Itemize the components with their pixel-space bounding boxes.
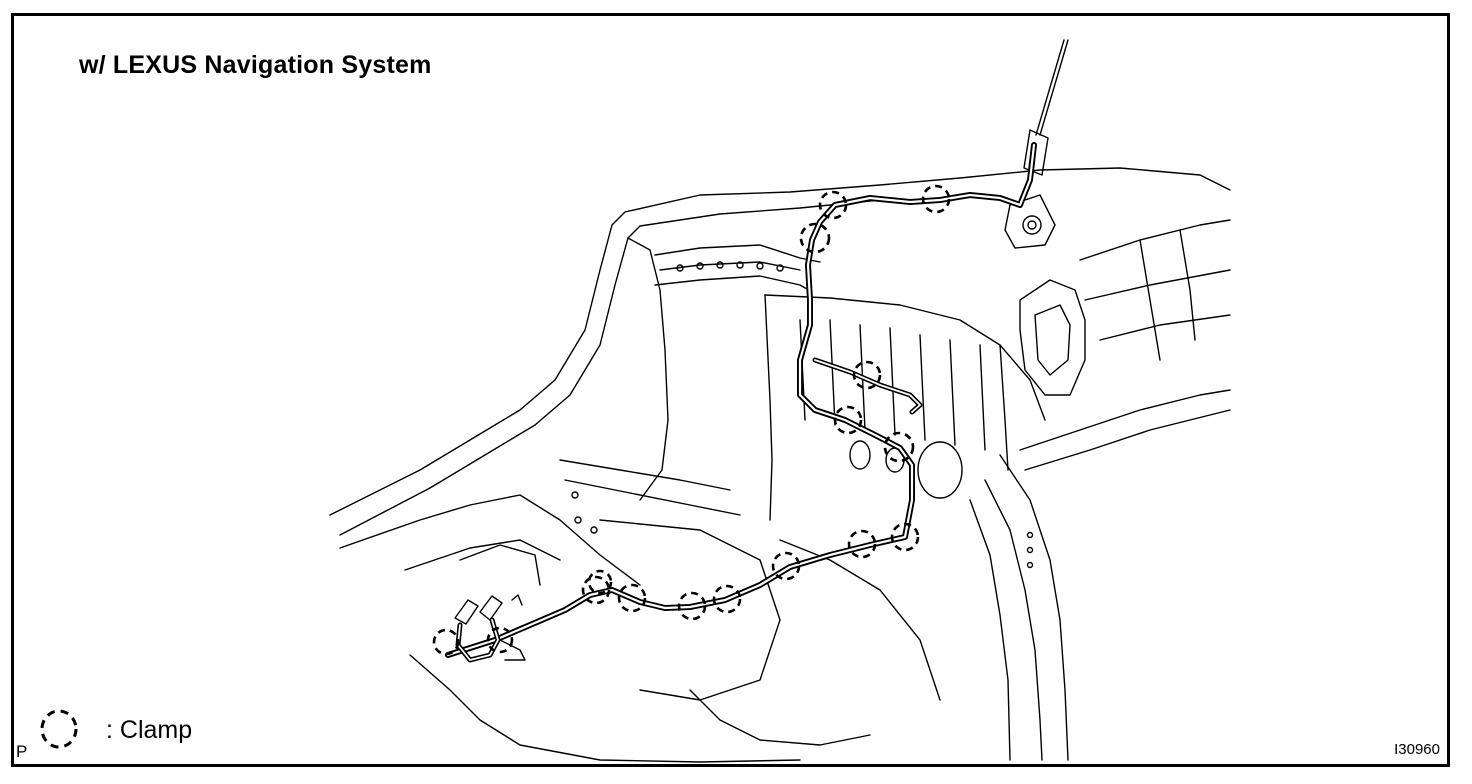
clamp-marker [852, 360, 882, 390]
floor-cross-2 [564, 479, 741, 516]
clamp-marker [890, 522, 920, 552]
trunk-opening-edge [627, 237, 669, 501]
inner-panel-upper [764, 294, 1046, 421]
clamp-marker [617, 583, 647, 613]
floor-detail [779, 539, 941, 701]
clamp-marker [833, 405, 863, 435]
floor-cross-1 [559, 459, 731, 491]
clamp-marker [677, 591, 707, 621]
pillar-inner-2 [969, 499, 1011, 761]
speaker-hole [917, 441, 963, 499]
inner-panel-vertical-2 [999, 344, 1009, 471]
bolt [511, 594, 523, 606]
harness-outer [445, 142, 1037, 658]
antenna-base [1023, 129, 1049, 176]
connector-b [479, 595, 503, 621]
diagram-frame [11, 13, 1450, 767]
floor-panel-line [339, 494, 641, 586]
sill-bottom [1024, 409, 1231, 471]
sill-top [1019, 389, 1231, 451]
body-inner-contour [339, 199, 881, 536]
pillar-inner [984, 479, 1043, 761]
clamp-marker [847, 529, 877, 559]
clamp-marker [712, 584, 742, 614]
antenna-mast [1039, 39, 1069, 136]
corner-mark: P [16, 742, 28, 761]
clamp-marker [771, 551, 801, 581]
pillar-outer [999, 454, 1069, 761]
clamp-marker [883, 431, 915, 463]
clamp-marker [818, 190, 848, 220]
clamp-marker [581, 575, 611, 605]
harness-branch [812, 357, 923, 415]
connector-a [454, 599, 479, 625]
clamp-marker [587, 569, 613, 595]
antenna-bracket [1019, 279, 1086, 396]
figure-id: I30960 [1394, 741, 1440, 758]
cross-member-front [659, 261, 801, 271]
floor-panel-line-2 [404, 539, 561, 571]
body-outer-contour [329, 167, 1231, 516]
panel-hole-1 [849, 440, 871, 470]
clamp-marker [432, 628, 460, 656]
inner-panel-vertical-1 [764, 294, 773, 521]
floor-box-2 [689, 689, 871, 746]
cross-member-top [654, 244, 821, 263]
diagram-title: w/ LEXUS Navigation System [79, 51, 432, 79]
lower-floor-edge [409, 654, 801, 763]
antenna-amplifier [1004, 194, 1056, 249]
inner-panel-ribs [799, 319, 986, 451]
clamp-marker [486, 626, 514, 654]
dashed-circle-icon [40, 709, 78, 749]
cross-member-bottom [654, 275, 813, 293]
clamp-marker [799, 222, 831, 254]
legend-clamp-label: : Clamp [106, 716, 193, 744]
right-structure [1079, 219, 1231, 341]
clamp-marker [921, 184, 951, 214]
